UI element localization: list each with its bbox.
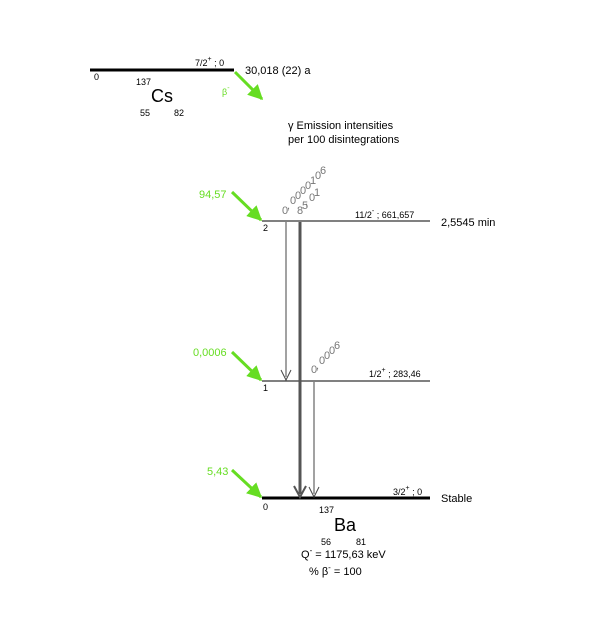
gamma-2-to-0-arrowhead [293,485,307,500]
svg-text:1: 1 [314,187,320,199]
level-0-feed-arrow [230,468,263,499]
svg-text:,: , [305,196,308,208]
parent-atomic-number: 55 [140,108,150,118]
parent-mass-number: 137 [136,77,151,87]
svg-text:0: 0 [305,180,311,192]
svg-text:0: 0 [319,355,325,367]
gamma-1-to-0-arrowhead [308,486,320,499]
parent-symbol: Cs [151,86,173,106]
level-1-index: 1 [263,383,268,393]
gamma-2-to-1-intensity: 0 , 0 0 0 0 1 0 6 [282,165,326,217]
svg-text:0: 0 [290,195,296,207]
daughter-atomic-number: 56 [321,537,331,547]
level-1-spin-energy: 1/2+ ; 283,46 [369,367,421,379]
svg-text:6: 6 [334,340,340,352]
svg-text:6: 6 [320,165,326,177]
parent-decay-arrow [233,70,264,101]
svg-text:0: 0 [311,364,317,376]
parent-level-index: 0 [94,72,99,82]
svg-text:0: 0 [324,350,330,362]
emission-title-line1: γ Emission intensities [288,120,394,132]
svg-text:0: 0 [295,190,301,202]
daughter-neutron-number: 81 [356,537,366,547]
gamma-2-to-0-intensity: 8 5 , 0 1 [297,187,320,217]
parent-half-life: 30,018 (22) a [245,65,311,77]
level-2-half-life: 2,5545 min [441,217,495,229]
svg-text:0: 0 [315,170,321,182]
level-2-index: 2 [263,223,268,233]
level-1-feed-intensity: 0,0006 [193,347,227,359]
beta-minus-label: β- [222,85,230,97]
svg-text:5: 5 [302,200,308,212]
level-2-feed-intensity: 94,57 [199,189,227,201]
level-2-feed-arrow [230,190,263,222]
svg-text:0: 0 [309,192,315,204]
emission-title-line2: per 100 disintegrations [288,134,400,146]
level-0-spin-energy: 3/2+ ; 0 [393,485,422,497]
svg-text:0: 0 [282,205,288,217]
svg-text:0: 0 [300,185,306,197]
svg-text:0: 0 [329,345,335,357]
beta-percentage: % β- = 100 [309,563,362,578]
daughter-mass-number: 137 [319,505,334,515]
gamma-2-to-1-arrowhead [280,369,292,382]
level-0-index: 0 [263,502,268,512]
parent-spin-energy: 7/2+ ; 0 [195,56,224,68]
parent-neutron-number: 82 [174,108,184,118]
svg-text:8: 8 [297,205,303,217]
level-2-spin-energy: 11/2- ; 661,657 [355,208,414,220]
q-value: Q- = 1175,63 keV [301,546,386,561]
level-0-feed-intensity: 5,43 [207,466,228,478]
daughter-symbol: Ba [334,515,357,535]
svg-text:,: , [287,200,290,212]
gamma-1-to-0-intensity: 0 , 0 0 0 6 [311,340,340,376]
level-0-stability: Stable [441,493,472,505]
level-1-feed-arrow [230,350,263,382]
svg-text:,: , [316,360,319,372]
svg-text:1: 1 [310,175,316,187]
